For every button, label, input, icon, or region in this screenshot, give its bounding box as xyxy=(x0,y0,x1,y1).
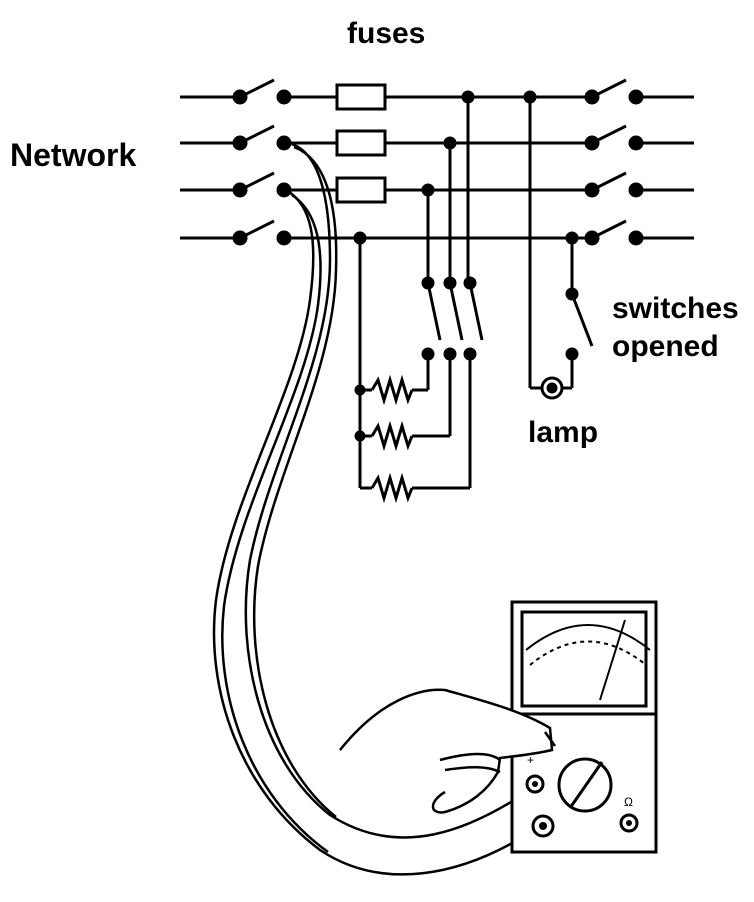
hand-drawing xyxy=(339,688,557,814)
three-pole-switch xyxy=(353,90,484,361)
fuse-boxes xyxy=(335,83,387,204)
network-label: Network xyxy=(10,137,136,173)
lamp-icon xyxy=(540,376,564,400)
fuses-label: fuses xyxy=(347,17,425,50)
main-switches xyxy=(232,78,292,246)
resistor-load xyxy=(354,238,472,504)
switches-label: switches xyxy=(612,292,739,325)
svg-text:+: + xyxy=(527,753,534,767)
right-switches xyxy=(584,78,644,246)
opened-label: opened xyxy=(612,330,719,363)
svg-text:Ω: Ω xyxy=(624,795,633,809)
network-lines xyxy=(180,95,694,240)
lamp-circuit xyxy=(523,90,594,390)
test-leads xyxy=(212,141,541,876)
multimeter-marks: + Ω xyxy=(527,753,633,830)
lamp-label: lamp xyxy=(528,416,598,449)
